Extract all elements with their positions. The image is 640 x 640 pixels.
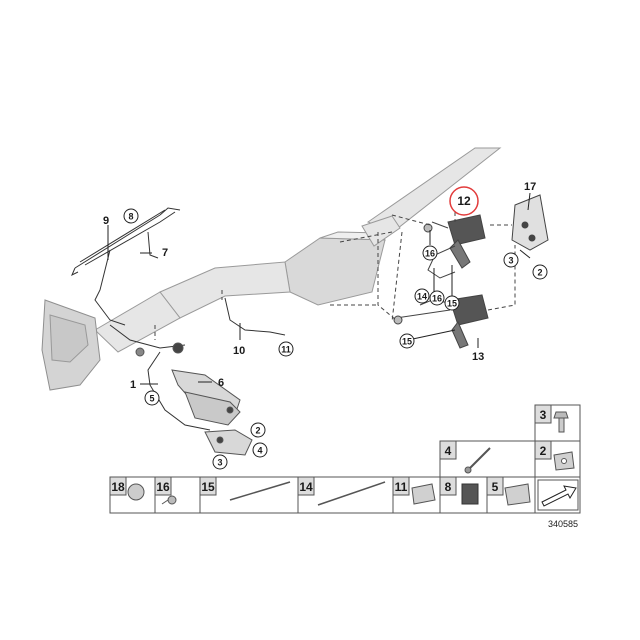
svg-text:3: 3: [508, 256, 513, 266]
part-cell-18: 18: [109, 476, 145, 501]
svg-text:15: 15: [402, 337, 412, 347]
part-cell-16: 16: [154, 476, 177, 505]
reference-number: 340585: [548, 519, 578, 529]
part-cell-11: 11: [392, 476, 436, 505]
callout-16-b: 16: [429, 290, 445, 306]
bolt-icon: [553, 411, 569, 433]
clip-nut-icon: [553, 451, 575, 471]
callout-numbers: 9 8 7 10 11 1 6 5 2 4 3 12: [103, 181, 548, 470]
svg-text:3: 3: [540, 408, 547, 422]
svg-text:14: 14: [417, 292, 427, 302]
callout-15-upper: 15: [444, 295, 460, 311]
svg-text:2: 2: [537, 268, 542, 278]
part-cell-14: 14: [297, 476, 386, 506]
svg-text:8: 8: [445, 480, 452, 494]
callout-7: 7: [162, 247, 168, 259]
svg-text:5: 5: [149, 394, 154, 404]
callout-16: 16: [422, 245, 438, 261]
svg-text:4: 4: [257, 446, 262, 456]
svg-text:14: 14: [299, 480, 313, 494]
callout-17: 17: [524, 181, 536, 193]
sensor-assembly-right: [393, 194, 549, 349]
callout-15-lower: 15: [399, 333, 415, 349]
svg-text:15: 15: [447, 299, 457, 309]
bracket-clip-icon: [504, 483, 531, 506]
svg-text:8: 8: [128, 212, 133, 222]
callout-14: 14: [414, 288, 430, 304]
svg-text:2: 2: [540, 444, 547, 458]
arrow-icon: [541, 485, 577, 507]
callout-11: 11: [278, 341, 294, 357]
nut-icon: [127, 483, 145, 501]
svg-text:5: 5: [492, 480, 499, 494]
callout-6: 6: [218, 377, 224, 389]
part-cell-5: 5: [486, 476, 531, 506]
part-cell-15: 15: [199, 476, 291, 501]
black-clip-icon: [461, 483, 479, 505]
svg-text:15: 15: [201, 480, 215, 494]
svg-text:11: 11: [281, 345, 291, 355]
callout-1: 1: [130, 379, 136, 391]
callout-3-right: 3: [503, 252, 519, 268]
svg-text:18: 18: [111, 480, 125, 494]
cable-tie-icon: [229, 481, 291, 501]
clip-icon: [161, 495, 177, 505]
svg-text:12: 12: [457, 194, 471, 208]
svg-text:16: 16: [432, 294, 442, 304]
callout-8: 8: [123, 208, 139, 224]
cable-tie-long-icon: [317, 481, 386, 506]
svg-text:16: 16: [425, 249, 435, 259]
exhaust-pipe-assembly: [41, 147, 502, 391]
callout-12-highlighted: 12: [449, 186, 479, 216]
svg-text:4: 4: [445, 444, 452, 458]
svg-text:16: 16: [156, 480, 170, 494]
stud-icon: [464, 447, 491, 474]
callout-3-left: 3: [212, 454, 228, 470]
svg-text:3: 3: [217, 458, 222, 468]
svg-text:2: 2: [255, 426, 260, 436]
highlight-ring: [449, 186, 479, 216]
bracket-shields-left: [135, 342, 253, 456]
callout-13: 13: [472, 351, 484, 363]
callout-4: 4: [252, 442, 268, 458]
callout-2-left: 2: [250, 422, 266, 438]
callout-2-right: 2: [532, 264, 548, 280]
callout-9: 9: [103, 215, 109, 227]
callout-10: 10: [233, 345, 245, 357]
part-cell-8: 8: [439, 476, 479, 505]
svg-text:11: 11: [395, 480, 408, 494]
parts-table: 3 4 2 18: [109, 404, 581, 514]
callout-5: 5: [144, 390, 160, 406]
holder-icon: [411, 483, 436, 505]
arrow-box: [537, 479, 579, 511]
